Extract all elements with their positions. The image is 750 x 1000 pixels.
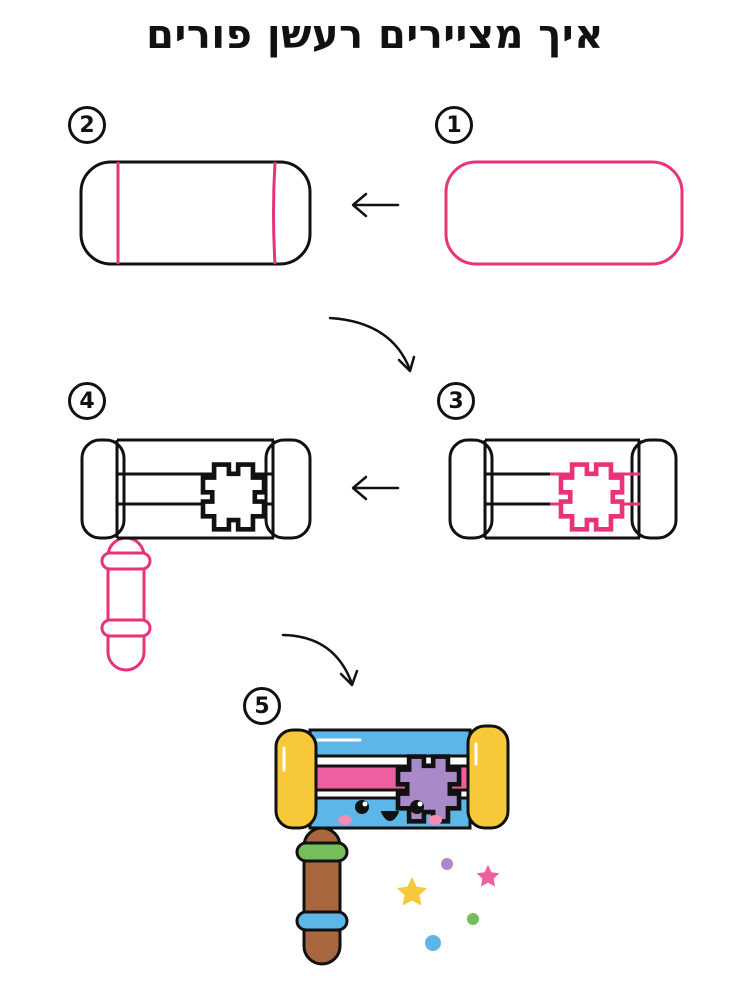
step-1-drawing (444, 160, 684, 266)
step-2-badge: 2 (68, 106, 106, 144)
step-1-badge: 1 (435, 106, 473, 144)
step-2-drawing (79, 160, 312, 266)
pink-star-icon (476, 865, 500, 887)
handle (295, 826, 349, 966)
step-5-badge: 5 (243, 687, 281, 725)
arrow-left-icon (351, 475, 400, 501)
arrow-left-icon (351, 192, 400, 218)
step-4-badge: 4 (68, 382, 106, 420)
step-5-drawing (274, 724, 510, 966)
kawaii-face (338, 800, 442, 825)
curved-arrow-icon (328, 316, 416, 373)
purple-dot-icon (441, 858, 453, 870)
curved-arrow-icon (281, 633, 359, 687)
yellow-star-icon (396, 877, 428, 906)
green-dot-icon (467, 913, 479, 925)
step-3-badge: 3 (437, 382, 475, 420)
page-title: איך מציירים רעשן פורים (146, 12, 604, 58)
handle-outline (100, 536, 152, 672)
step-3-drawing (448, 438, 678, 540)
step-4-drawing (80, 438, 312, 672)
blue-dot-icon (425, 935, 441, 951)
